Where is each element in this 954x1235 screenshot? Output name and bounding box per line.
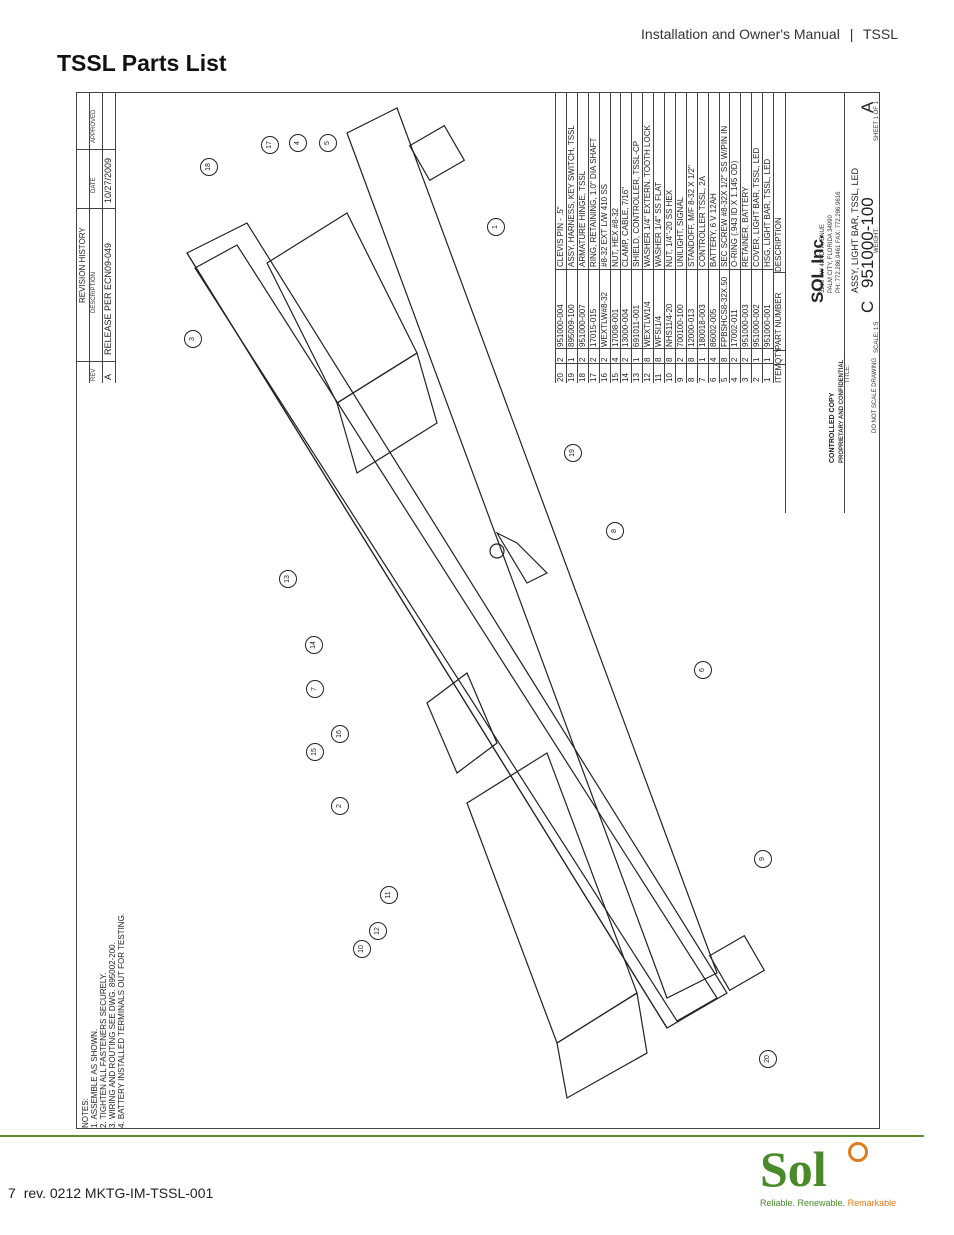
callout-balloon: 2 [331, 797, 349, 815]
callout-balloon: 18 [200, 158, 218, 176]
callout-balloon: 5 [319, 134, 337, 152]
callout-balloon: 7 [306, 680, 324, 698]
page-title: TSSL Parts List [57, 50, 227, 76]
callout-balloon: 4 [289, 134, 307, 152]
callout-balloon: 19 [564, 444, 582, 462]
callout-balloon: 13 [279, 570, 297, 588]
callout-balloon: 15 [306, 743, 324, 761]
document-rev: rev. 0212 MKTG-IM-TSSL-001 [23, 1185, 214, 1201]
callout-balloon: 16 [331, 725, 349, 743]
callout-balloon: 11 [380, 886, 398, 904]
tagline-part-b: Remarkable [847, 1198, 897, 1208]
engineering-drawing: REVISION HISTORY APPROVED DATE DESCRIPTI… [76, 92, 880, 1129]
parts-list-table [555, 93, 786, 383]
exploded-assembly-drawing [186, 107, 766, 1099]
footer-text: 7 rev. 0212 MKTG-IM-TSSL-001 [8, 1185, 213, 1201]
sol-logo: Sol Reliable. Renewable. Remarkable [758, 1140, 918, 1210]
logo-tagline: Reliable. Renewable. Remarkable [760, 1198, 896, 1208]
callout-balloon: 3 [184, 330, 202, 348]
callout-balloon: 8 [606, 522, 624, 540]
callout-balloon: 12 [369, 922, 387, 940]
callout-balloon: 14 [305, 636, 323, 654]
callout-balloon: 1 [487, 218, 505, 236]
sun-icon [848, 1142, 868, 1162]
header-text: Installation and Owner's Manual | TSSL [641, 26, 898, 42]
manual-name: Installation and Owner's Manual [641, 26, 840, 42]
revision-history: REVISION HISTORY APPROVED DATE DESCRIPTI… [77, 93, 116, 383]
page-number: 7 [8, 1185, 16, 1201]
callout-balloon: 6 [694, 661, 712, 679]
callout-balloon: 10 [353, 940, 371, 958]
header-separator: | [849, 26, 854, 42]
callout-balloon: 17 [261, 136, 279, 154]
footer-rule [0, 1135, 924, 1137]
tagline-part-a: Reliable. Renewable. [760, 1198, 846, 1208]
product-name: TSSL [862, 26, 898, 42]
callout-balloon: 9 [754, 850, 772, 868]
callout-balloon: 20 [759, 1050, 777, 1068]
logo-wordmark: Sol [760, 1141, 827, 1197]
title-block: SOL Inc. 3210 SW 42ND. AVENUE PALM CITY,… [785, 93, 880, 513]
